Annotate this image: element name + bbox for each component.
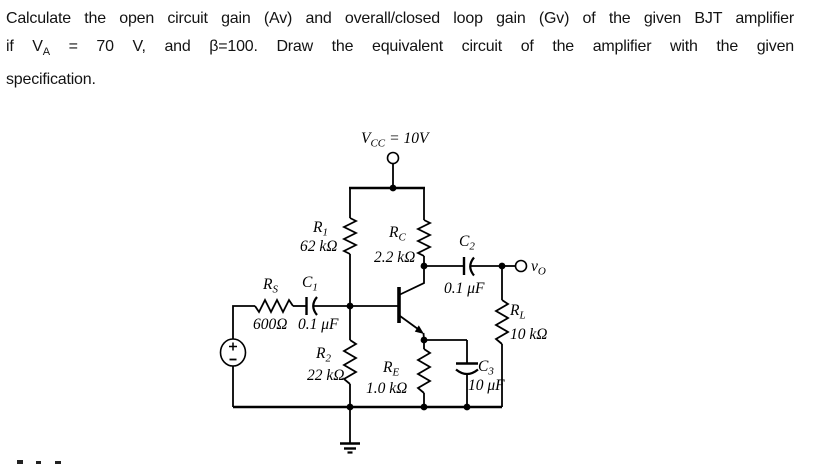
capacitor-curved-plate <box>455 368 479 376</box>
r2-value: 22 kΩ <box>307 367 344 384</box>
r2-label: R2 <box>315 345 331 365</box>
rc-label: RC <box>388 224 406 244</box>
resistor-zigzag <box>415 219 433 257</box>
c2-value: 0.1 μF <box>444 280 485 297</box>
resistor-rc: RC 2.2 kΩ <box>374 219 433 266</box>
capacitor-curved-plate <box>312 296 318 316</box>
resistor-zigzag <box>342 339 358 385</box>
junction-dots <box>346 184 506 411</box>
cutoff-text-fragment <box>17 460 61 464</box>
r1-value: 62 kΩ <box>300 238 337 255</box>
resistor-re: RE 1.0 kΩ <box>366 348 432 397</box>
resistor-rl: RL 10 kΩ <box>494 299 547 345</box>
problem-line-2-rest: = 70 V, and β=100. Draw the equivalent c… <box>49 38 795 55</box>
capacitor-c3: C3 10 μF <box>455 358 505 394</box>
emitter-lead <box>399 315 421 332</box>
resistor-r2: R2 22 kΩ <box>307 339 358 385</box>
vo-terminal-icon <box>514 259 528 273</box>
resistor-zigzag <box>254 297 294 315</box>
bjt-transistor <box>397 266 425 341</box>
resistor-zigzag <box>416 348 432 394</box>
output-terminal: vO <box>514 258 546 278</box>
vo-label: vO <box>531 258 546 278</box>
c1-label: C1 <box>302 274 318 294</box>
capacitor-curved-plate <box>469 256 475 277</box>
c3-value: 10 μF <box>468 377 505 394</box>
resistor-r1: R1 62 kΩ <box>300 217 359 255</box>
rs-value: 600Ω <box>253 316 287 333</box>
resistor-zigzag <box>494 299 510 345</box>
c2-label: C2 <box>459 233 475 253</box>
problem-statement: Calculate the open circuit gain (Av) and… <box>6 5 794 94</box>
capacitor-c1: C1 0.1 μF <box>298 274 339 333</box>
r1-label: R1 <box>312 219 328 239</box>
resistor-zigzag <box>341 217 359 255</box>
problem-line-2: if VA = 70 V, and β=100. Draw the equiva… <box>6 33 794 66</box>
rc-value: 2.2 kΩ <box>374 249 415 266</box>
c3-label: C3 <box>478 358 494 378</box>
rl-value: 10 kΩ <box>510 326 547 343</box>
va-subscript: A <box>42 46 50 59</box>
rl-label: RL <box>509 302 526 322</box>
vcc-terminal-icon <box>386 151 400 165</box>
emitter-arrow-icon <box>414 325 424 334</box>
problem-line-2-prefix: if V <box>6 38 43 55</box>
vcc-terminal: VCC= 10V <box>361 130 430 165</box>
c1-value: 0.1 μF <box>298 316 339 333</box>
resistor-rs: RS 600Ω <box>253 276 294 333</box>
re-label: RE <box>382 359 399 379</box>
source-circle-icon <box>219 338 247 367</box>
problem-line-1: Calculate the open circuit gain (Av) and… <box>6 10 794 27</box>
plus-icon <box>229 342 237 351</box>
ground-icon <box>340 407 360 454</box>
capacitor-c2: C2 0.1 μF <box>444 233 485 297</box>
vcc-label: VCC= 10V <box>361 130 430 150</box>
collector-lead <box>399 266 425 296</box>
re-value: 1.0 kΩ <box>366 380 407 397</box>
problem-line-3: specification. <box>6 71 96 89</box>
signal-source <box>219 338 247 367</box>
rs-label: RS <box>262 276 278 296</box>
